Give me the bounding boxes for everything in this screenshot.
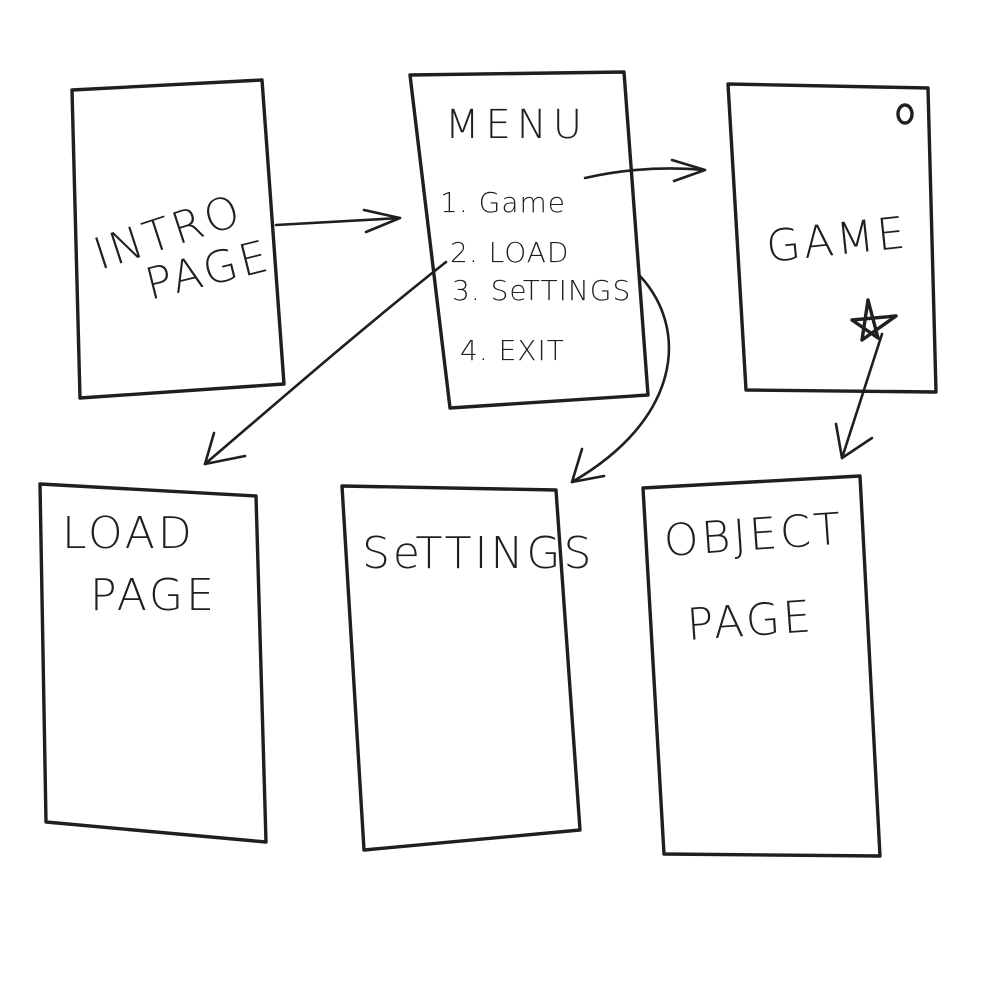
arrow-menu-load-to-load-page (203, 260, 448, 466)
settings-card: SeTTINGS (340, 484, 594, 852)
arrow-menu-settings-to-settings (570, 274, 671, 484)
load-page-title-line2: PAGE (90, 570, 217, 621)
arrow-game-star-to-object-page (840, 332, 884, 460)
menu-item-load[interactable]: 2. LOAD (450, 236, 569, 269)
game-card: GAME (726, 82, 938, 394)
star-icon[interactable] (850, 298, 898, 342)
arrowhead-menu-load-to-load-page (203, 431, 247, 466)
load-page-title-line1: LOAD (62, 508, 195, 559)
game-title: GAME (764, 207, 911, 273)
menu-item-exit[interactable]: 4. EXIT (460, 334, 565, 367)
arrowhead-intro-to-menu (362, 208, 402, 234)
flow-arrows (203, 158, 884, 484)
settings-frame (340, 484, 582, 852)
settings-title: SeTTINGS (362, 528, 594, 579)
object-page-card: OBJECT PAGE (641, 474, 882, 858)
menu-card: MENU 1. Game 2. LOAD 3. SeTTINGS 4. EXIT (408, 70, 650, 410)
menu-item-settings[interactable]: 3. SeTTINGS (452, 274, 631, 307)
arrow-menu-game-to-game (583, 167, 707, 180)
object-page-title-line1: OBJECT (662, 504, 845, 567)
arrowhead-menu-game-to-game (670, 158, 707, 183)
menu-frame (408, 70, 650, 410)
arrow-intro-to-menu (274, 216, 402, 227)
arrowhead-game-star-to-object-page (834, 422, 874, 460)
intro-page-card: INTRO PAGE (70, 78, 286, 400)
load-page-card: LOAD PAGE (38, 482, 268, 844)
load-page-frame (38, 482, 268, 844)
menu-item-game[interactable]: 1. Game (440, 186, 566, 219)
game-circle-icon[interactable] (896, 103, 914, 125)
arrowhead-menu-settings-to-settings (570, 447, 606, 484)
menu-title: MENU (445, 102, 588, 148)
intro-page-frame (70, 78, 286, 400)
object-page-title-line2: PAGE (685, 591, 815, 651)
object-page-frame (641, 474, 882, 858)
game-frame (726, 82, 938, 394)
